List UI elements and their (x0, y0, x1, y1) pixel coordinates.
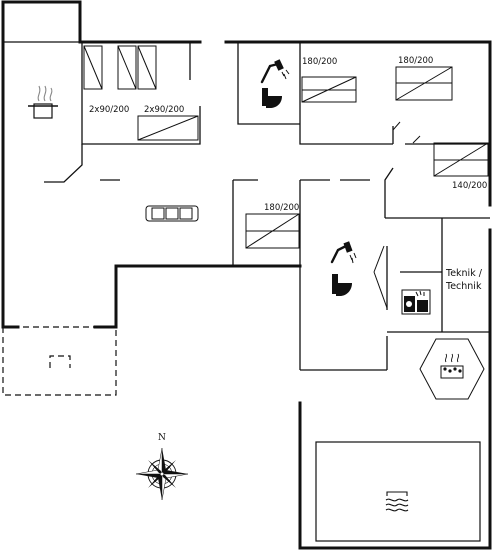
compass-rose-icon (135, 447, 189, 501)
door-swings (373, 121, 421, 309)
toilet-icon (332, 274, 352, 296)
sofa-icon (145, 205, 199, 222)
toilet-icon (262, 88, 282, 108)
interior-walls (3, 41, 490, 371)
cooking-pot-icon (28, 85, 58, 119)
bed-label: 140/200 (452, 181, 487, 191)
shower-icon (330, 241, 357, 264)
bed-label: 180/200 (398, 56, 433, 66)
outer-walls (1, 0, 492, 550)
technical-room-label: Technik (445, 281, 482, 292)
bed-label: 180/200 (264, 203, 299, 213)
terrace-dashed (2, 326, 117, 396)
bed-label: 2x90/200 (144, 105, 184, 115)
pool-basin (315, 441, 481, 542)
bed-shapes (83, 45, 489, 249)
pool-icon (385, 491, 409, 512)
compass-north-label: N (158, 433, 166, 443)
bed-label: 180/200 (302, 57, 337, 67)
washing-machine-icon (401, 289, 431, 315)
sauna-icon (419, 338, 485, 400)
technical-room-label: Teknik / (445, 268, 483, 279)
bed-label: 2x90/200 (89, 105, 129, 115)
shower-icon (260, 59, 290, 84)
